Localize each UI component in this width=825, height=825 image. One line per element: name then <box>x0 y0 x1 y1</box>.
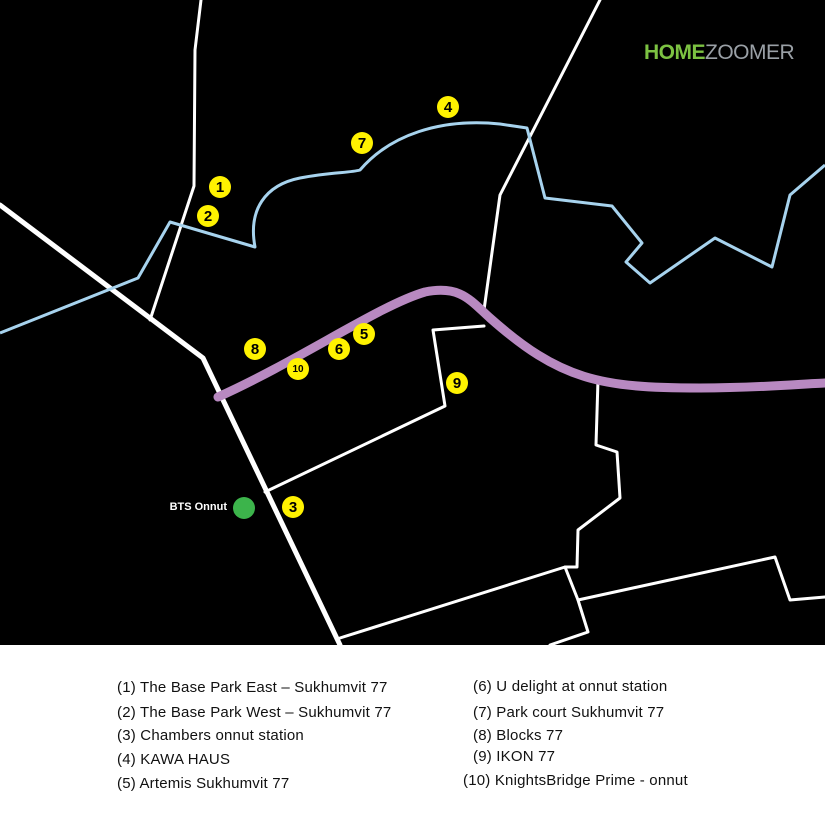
road-main-diagonal <box>0 202 343 645</box>
legend-item-5: (5) Artemis Sukhumvit 77 <box>117 775 290 792</box>
canal <box>0 121 825 335</box>
road-east-block <box>338 378 622 640</box>
road-north-west <box>148 0 203 322</box>
marker-2[interactable]: 2 <box>197 205 219 227</box>
road-north-east <box>482 0 602 312</box>
road-block-inner <box>263 324 486 494</box>
legend-item-6: (6) U delight at onnut station <box>473 678 668 695</box>
homezoomer-logo: HOMEZOOMER <box>644 41 795 65</box>
legend-item-2: (2) The Base Park West – Sukhumvit 77 <box>117 704 392 721</box>
legend-item-4: (4) KAWA HAUS <box>117 751 231 768</box>
marker-7[interactable]: 7 <box>351 132 373 154</box>
logo-part-home: HOME <box>644 41 706 64</box>
legend-item-10: (10) KnightsBridge Prime - onnut <box>463 772 688 789</box>
legend-item-7: (7) Park court Sukhumvit 77 <box>473 704 665 721</box>
bts-station-label: BTS Onnut <box>169 501 227 513</box>
logo-part-zoomer: ZOOMER <box>705 41 795 64</box>
road-south-spur <box>548 598 590 645</box>
legend-item-9: (9) IKON 77 <box>473 748 556 765</box>
marker-1[interactable]: 1 <box>209 176 231 198</box>
marker-4[interactable]: 4 <box>437 96 459 118</box>
map-canvas[interactable]: HOMEZOOMER 1 2 3 4 5 6 7 8 9 10 BTS Onnu… <box>0 0 825 645</box>
legend-item-3: (3) Chambers onnut station <box>117 727 304 744</box>
marker-9[interactable]: 9 <box>446 372 468 394</box>
road-south-east <box>563 555 825 602</box>
legend-item-1: (1) The Base Park East – Sukhumvit 77 <box>117 679 388 696</box>
map-layer <box>0 0 825 645</box>
marker-5[interactable]: 5 <box>353 323 375 345</box>
bts-line <box>213 285 825 402</box>
legend-item-8: (8) Blocks 77 <box>473 727 564 744</box>
marker-3[interactable]: 3 <box>282 496 304 518</box>
bts-station-dot[interactable] <box>233 497 255 519</box>
marker-8[interactable]: 8 <box>244 338 266 360</box>
marker-10[interactable]: 10 <box>287 358 309 380</box>
marker-6[interactable]: 6 <box>328 338 350 360</box>
